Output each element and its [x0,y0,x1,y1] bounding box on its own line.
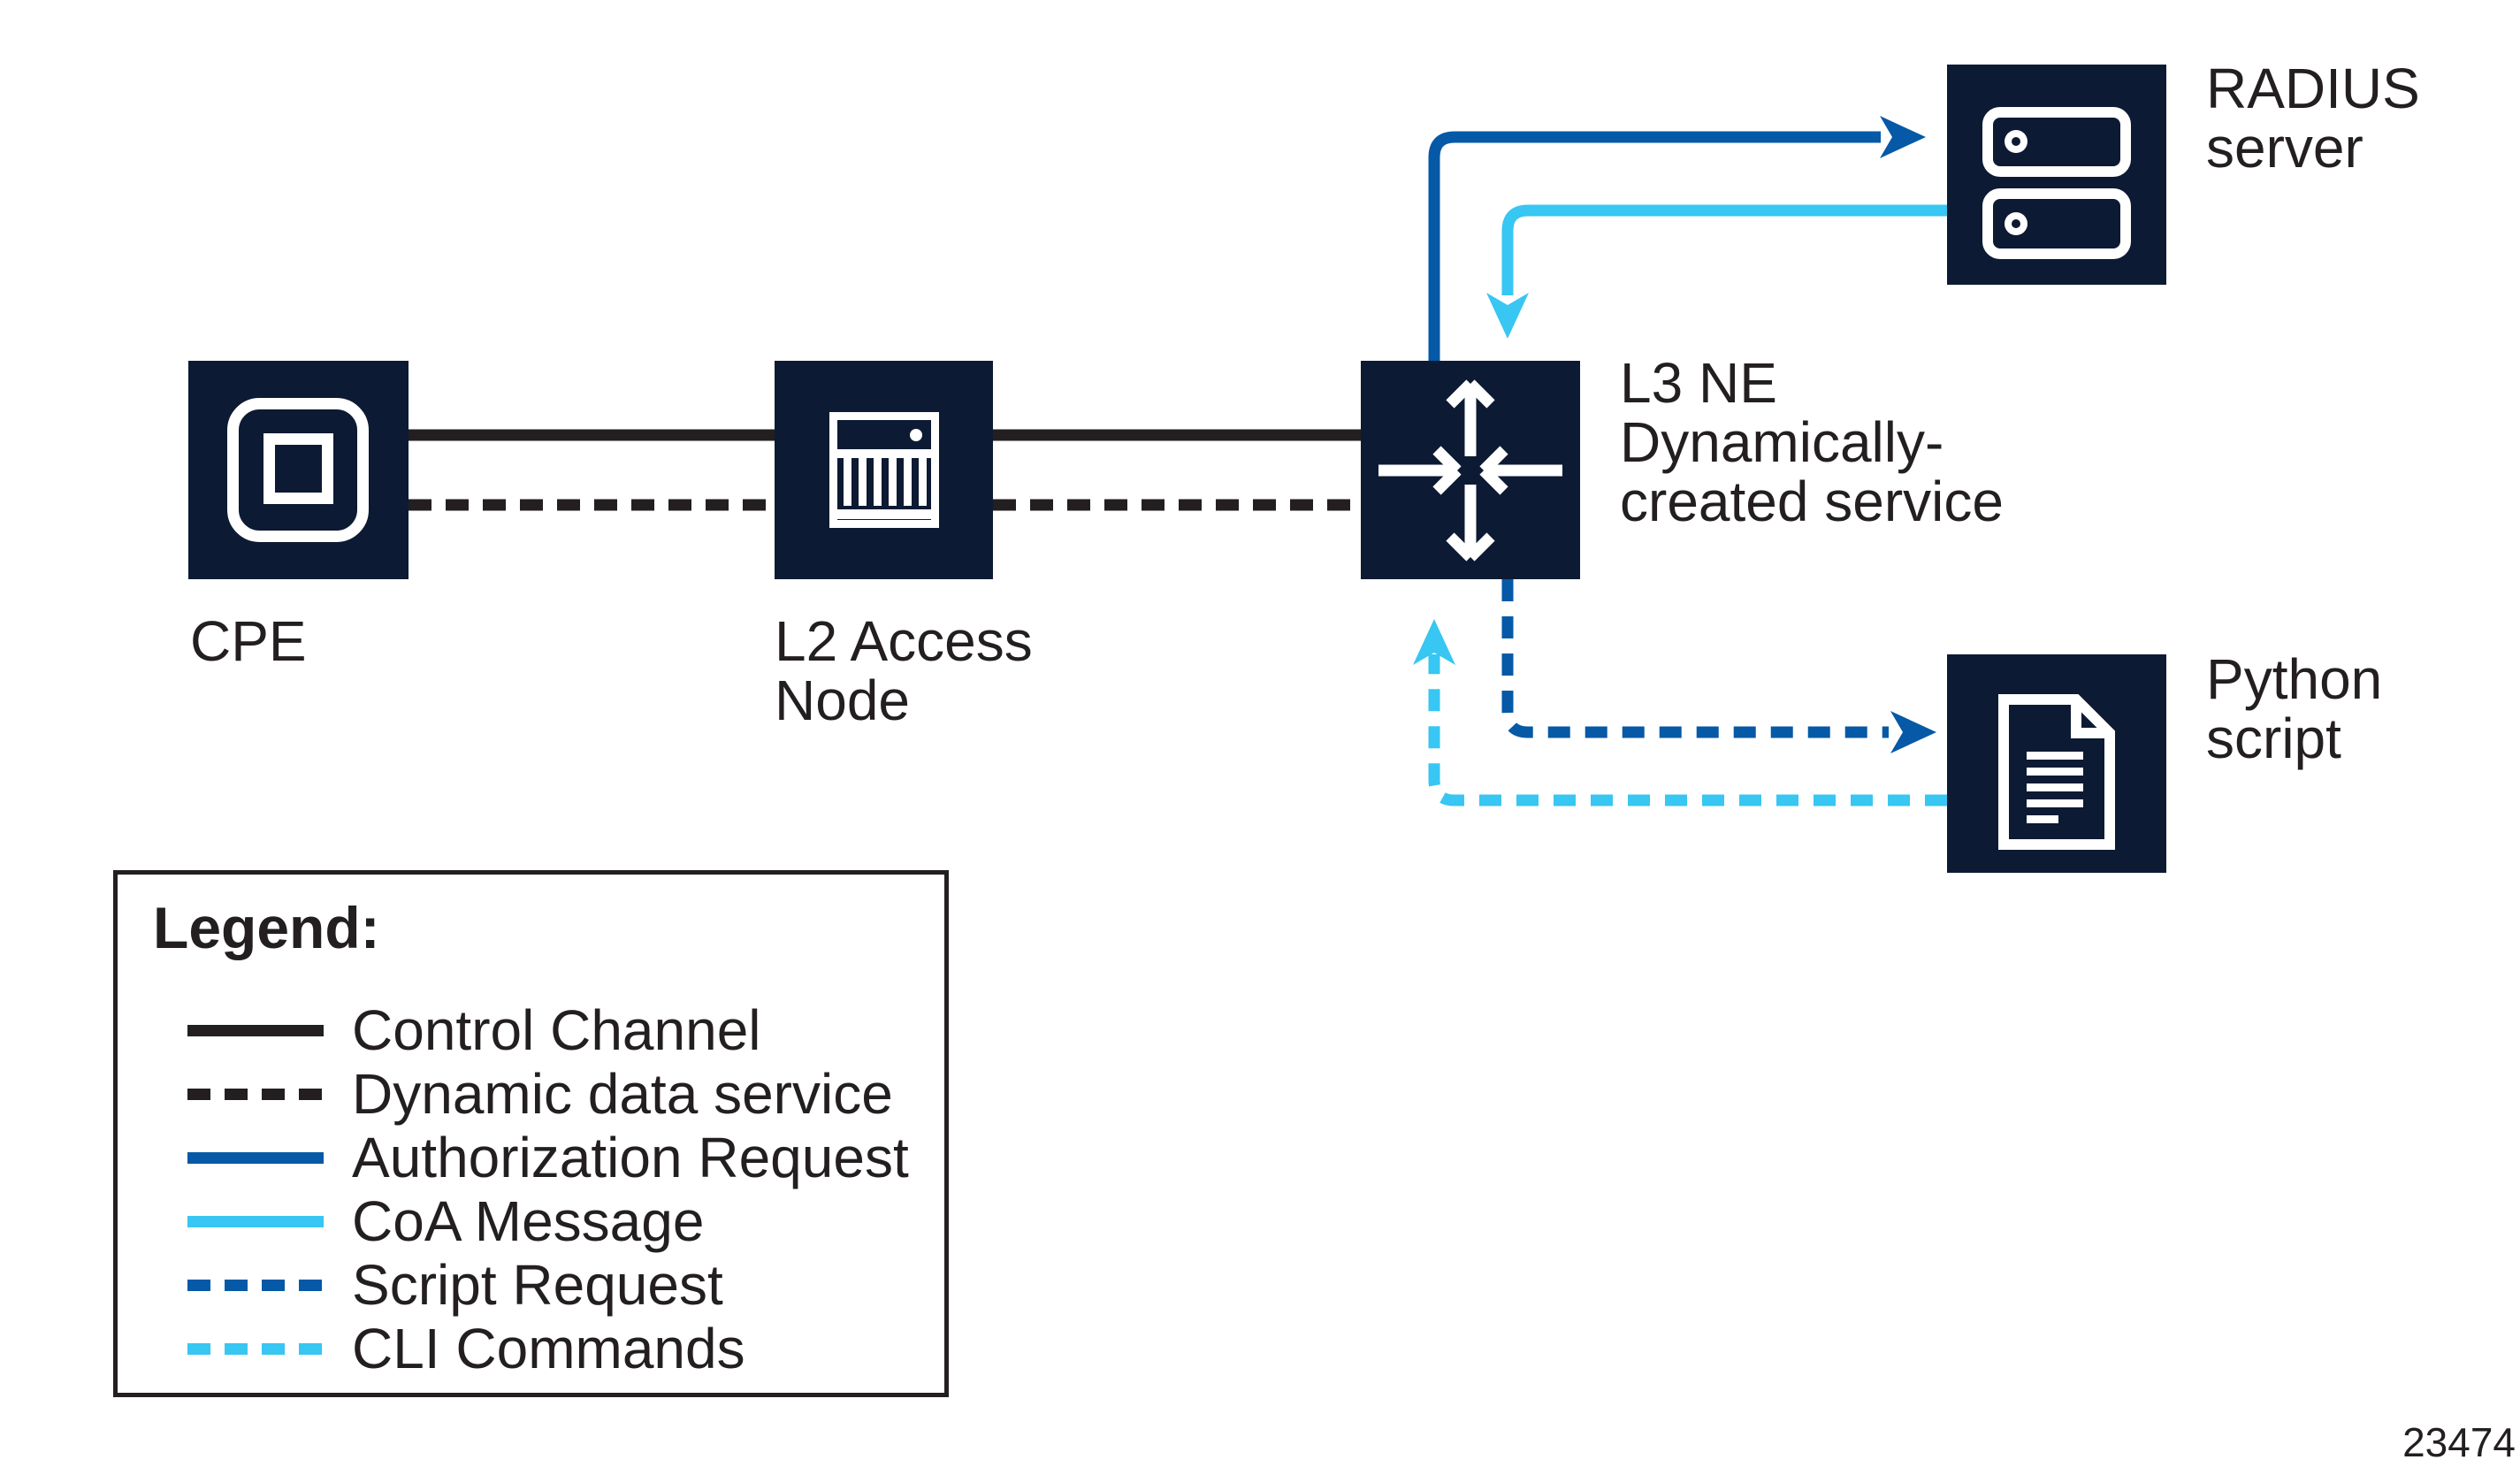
legend-box: Legend: Control Channel Dynamic data ser… [113,870,949,1397]
solid-darkblue-line-swatch [187,1152,324,1164]
node-cpe [188,361,409,579]
legend-item-label: Control Channel [352,998,761,1062]
label-line: CPE [190,609,307,673]
legend-item-control-channel: Control Channel [118,998,944,1062]
dashed-lightblue-line-swatch [187,1343,324,1355]
access-node-icon [829,412,939,528]
radius-server-label: RADIUS server [2206,59,2420,178]
label-line: server [2206,116,2363,180]
legend-item-dynamic-data-service: Dynamic data service [118,1062,944,1126]
label-line: RADIUS [2206,57,2420,120]
legend-item-label: Authorization Request [352,1126,909,1189]
legend-item-authorization-request: Authorization Request [118,1126,944,1189]
legend-item-label: CoA Message [352,1189,705,1253]
dashed-darkblue-line-swatch [187,1280,324,1291]
label-line: script [2206,707,2341,770]
node-l2-access [775,361,993,579]
label-line: L3 NE [1620,351,1777,415]
legend-item-coa-message: CoA Message [118,1189,944,1253]
python-script-label: Python script [2206,650,2382,768]
solid-lightblue-line-swatch [187,1216,324,1227]
legend-item-cli-commands: CLI Commands [118,1317,944,1380]
label-line: L2 Access [775,609,1033,673]
authorization-request-arrow [1428,116,1926,361]
cli-commands-arrow [1413,619,1947,806]
node-radius-server [1947,65,2166,285]
label-line: Dynamically- [1620,410,1944,474]
cpe-device-icon [227,398,369,542]
python-script-icon [1998,694,2115,850]
figure-number: 23474 [2402,1419,2516,1465]
legend-item-label: Script Request [352,1253,723,1317]
legend-item-script-request: Script Request [118,1253,944,1317]
label-line: Python [2206,647,2383,711]
router-icon [1378,379,1562,562]
coa-message-arrow [1486,204,1947,339]
l2-access-label: L2 Access Node [775,612,1033,730]
legend-item-label: Dynamic data service [352,1062,893,1126]
node-l3-ne [1361,361,1580,579]
cpe-label: CPE [190,612,307,671]
dashed-black-line-swatch [187,1089,324,1100]
label-line: created service [1620,470,2004,533]
server-icon [1982,107,2131,259]
node-python-script [1947,654,2166,873]
legend-item-label: CLI Commands [352,1317,745,1380]
l3-ne-label: L3 NE Dynamically- created service [1620,354,2004,531]
label-line: Node [775,669,910,732]
solid-black-line-swatch [187,1025,324,1036]
legend-title: Legend: [153,895,380,960]
script-request-arrow [1501,579,1936,753]
